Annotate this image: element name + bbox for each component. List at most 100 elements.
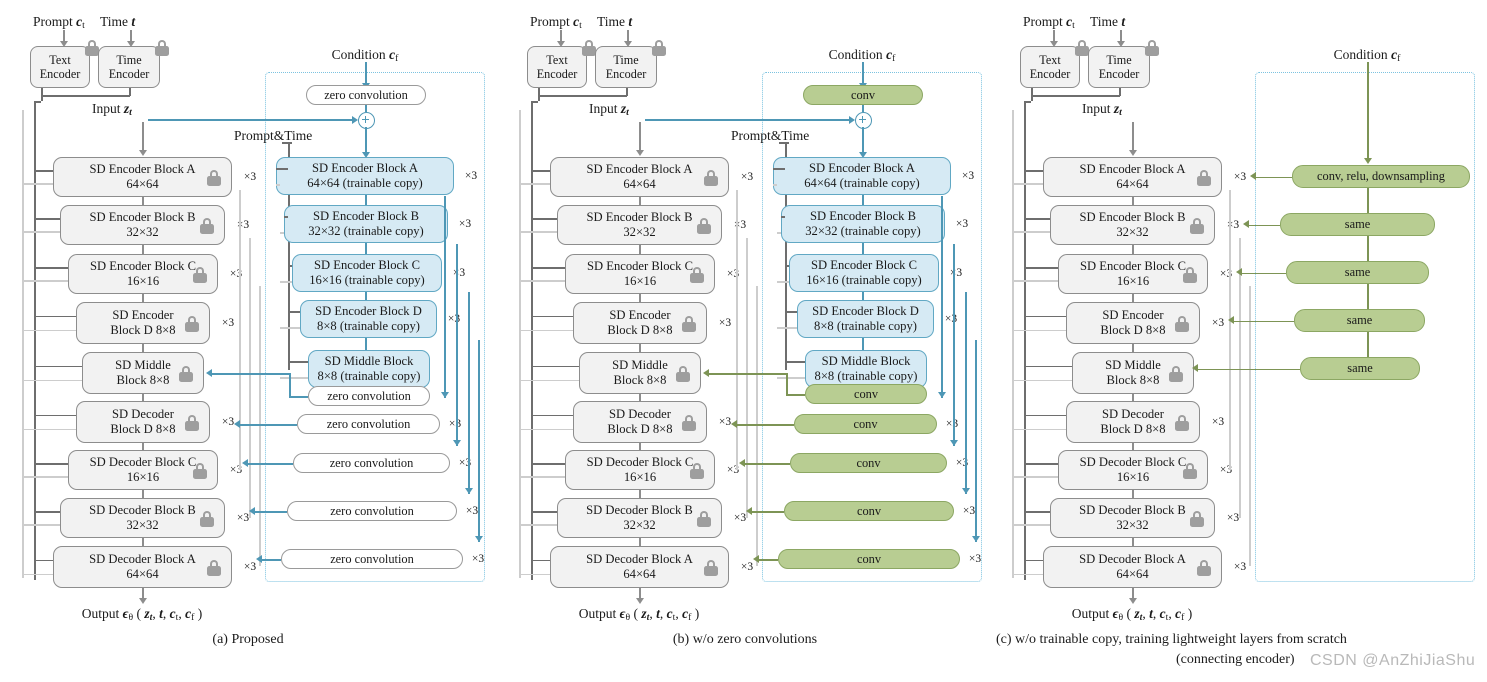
arrow-head: [249, 506, 255, 515]
connector-line: [262, 559, 281, 561]
connector-line: [519, 110, 521, 578]
block-label-secondary: Encoder: [536, 67, 578, 81]
connector-line: [756, 286, 758, 566]
block-label-secondary: 64×64 (trainable copy): [804, 176, 920, 190]
block-label-secondary: 32×32: [126, 518, 159, 532]
zero-conv-zc-dec-d: zero convolution: [297, 414, 440, 434]
connector-line: [142, 588, 144, 600]
block-label-primary: conv: [850, 87, 876, 102]
block-label-primary: SD Decoder: [1102, 407, 1164, 422]
block-label-primary: SD Decoder Block B: [1079, 503, 1186, 518]
connector-line: [22, 183, 53, 185]
block-label-secondary: 16×16: [1116, 470, 1150, 484]
connector-line: [365, 62, 367, 85]
block-label-secondary: Encoder: [605, 67, 647, 81]
lock-icon: [652, 40, 666, 56]
repeat-zc-dec-a: ×3: [471, 553, 485, 565]
repeat-enc-a: ×3: [740, 171, 754, 183]
connector-line: [519, 476, 565, 478]
block-label-secondary: 8×8 (trainable copy): [814, 369, 918, 383]
arrow-head: [1228, 316, 1234, 325]
connector-line: [1024, 267, 1058, 269]
connector-line: [1024, 511, 1050, 513]
block-label-primary: SD Encoder Block C: [811, 258, 917, 273]
arrow-head: [234, 419, 240, 428]
arrow-head: [731, 419, 737, 428]
block-label-primary: zero convolution: [326, 416, 411, 431]
connector-line: [785, 142, 787, 370]
connector-line: [288, 142, 290, 370]
connector-line: [752, 511, 784, 513]
repeat-tc-enc-c: ×3: [452, 267, 466, 279]
block-label-primary: SD Middle: [1105, 358, 1161, 373]
prompt-label: Prompt ct: [1023, 14, 1075, 32]
connector-line: [1012, 428, 1066, 431]
connector-line: [953, 244, 955, 446]
block-label-primary: SD Decoder Block C: [586, 455, 694, 470]
lock-icon: [690, 463, 704, 479]
repeat-dec-b: ×3: [236, 512, 250, 524]
lock-icon: [1075, 40, 1089, 56]
connector-line: [862, 105, 864, 112]
block-label-secondary: Block 8×8: [613, 373, 667, 387]
connector-line: [639, 344, 641, 352]
connector-line: [1024, 414, 1066, 417]
connector-line: [34, 365, 82, 368]
block-label-primary: SD Encoder Block A: [586, 162, 693, 177]
arrow-head: [937, 392, 946, 398]
lock-icon: [193, 463, 207, 479]
block-label-primary: Text: [1039, 52, 1061, 67]
connector-line: [1367, 284, 1369, 309]
block-label-secondary: Encoder: [1098, 67, 1140, 81]
block-label-secondary: 32×32: [1116, 518, 1149, 532]
connector-line: [519, 329, 573, 332]
connector-line: [1031, 95, 1120, 97]
block-label-primary: SD Encoder Block D: [315, 304, 422, 319]
connector-line: [639, 197, 641, 205]
connector-line: [22, 280, 68, 282]
connector-line: [781, 216, 785, 218]
light-layer-ll-5: same: [1300, 357, 1420, 380]
output-label: Output ϵθ ( zt, t, ct, cf ): [81, 606, 203, 624]
connector-line: [142, 197, 144, 205]
block-label-primary: SD Encoder: [609, 308, 671, 323]
connector-line: [639, 588, 641, 600]
block-label-primary: SD Encoder Block C: [314, 258, 420, 273]
lock-icon: [200, 511, 214, 527]
conditioning-branch-container: [762, 72, 982, 582]
block-label-primary: Time: [613, 52, 639, 67]
connector-line: [249, 238, 251, 518]
connector-line: [862, 195, 864, 205]
arrow-head: [746, 506, 752, 515]
connector-line: [538, 88, 540, 101]
block-label-secondary: Block D 8×8: [110, 422, 176, 436]
block-label-primary: conv: [856, 455, 881, 470]
arrow-head: [703, 368, 709, 377]
arrow-head: [138, 598, 147, 604]
connector-line: [276, 168, 288, 170]
conv-cv-dec-a: conv: [778, 549, 960, 569]
connector-line: [34, 463, 68, 465]
connector-line: [239, 190, 241, 470]
connector-line: [1031, 88, 1033, 101]
lock-icon: [704, 170, 718, 186]
connector-line: [1053, 30, 1055, 42]
conv-cv-mid: conv: [805, 384, 927, 404]
connector-line: [259, 286, 261, 566]
connector-line: [142, 394, 144, 401]
light-layer-ll-4: same: [1294, 309, 1425, 332]
block-label-secondary: 16×16: [126, 274, 160, 288]
connector-line: [129, 88, 131, 96]
connector-line: [468, 292, 470, 494]
connector-line: [531, 170, 550, 172]
block-label-primary: SD Middle Block: [821, 354, 911, 369]
